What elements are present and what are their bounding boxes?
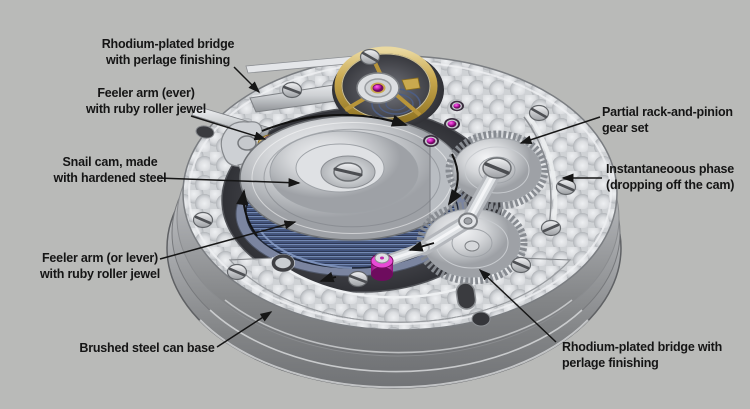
- screw: [540, 219, 562, 237]
- label-line: with hardened steel: [53, 170, 167, 185]
- leader-feeler-lower: [159, 220, 297, 260]
- label-line: Instantaneoous phase: [606, 162, 734, 176]
- label-line: with ruby roller jewel: [40, 266, 160, 281]
- label-line: Feeler arm (ever): [97, 86, 195, 100]
- leader-feeler-upper: [190, 115, 267, 141]
- label-line: (dropping off the cam): [606, 177, 735, 192]
- label-line: perlage finishing: [562, 355, 659, 370]
- drop-direction-arrow: [447, 153, 462, 206]
- pallet-fork: [401, 77, 421, 91]
- jewel: [444, 118, 460, 130]
- leader-bridge-top-left: [233, 66, 261, 94]
- screw: [226, 263, 248, 281]
- bottom-left-arrow: [319, 271, 337, 283]
- leader-lines: [157, 66, 602, 348]
- label-line: Rhodium-plated bridge with: [562, 340, 723, 354]
- jewel: [423, 135, 439, 147]
- plate-jewels: [423, 100, 464, 147]
- label-rack-pinion: Partial rack-and-pinion gear set: [602, 105, 742, 136]
- leader-can-base: [216, 311, 273, 348]
- balance-jewel: [372, 84, 384, 93]
- plate-screws: [192, 48, 577, 288]
- jewel: [450, 100, 464, 112]
- screw: [528, 104, 550, 122]
- label-line: Rhodium-plated bridge: [101, 37, 235, 51]
- label-feeler-arm-lower: Feeler arm (or lever) with ruby roller j…: [16, 251, 184, 282]
- left-up-arrow: [236, 189, 258, 237]
- screw: [192, 211, 214, 229]
- screw: [359, 48, 381, 66]
- screw: [510, 256, 532, 274]
- leader-bridge-bottom-right: [478, 268, 557, 343]
- label-line: with perlage finishing: [105, 52, 231, 67]
- label-bridge-bottom-right: Rhodium-plated bridge with perlage finis…: [562, 340, 748, 371]
- label-line: Feeler arm (or lever): [42, 251, 158, 265]
- screw: [347, 270, 369, 288]
- balance-wheel: [332, 46, 444, 130]
- label-line: with ruby roller jewel: [86, 101, 206, 116]
- leader-rack-pinion: [519, 116, 601, 144]
- label-line: Snail cam, made: [62, 155, 158, 169]
- label-feeler-arm-upper: Feeler arm (ever) with ruby roller jewel: [64, 86, 228, 117]
- rotation-arrows: [236, 113, 462, 283]
- lever-direction-arrow: [408, 241, 435, 252]
- label-line: gear set: [602, 120, 649, 135]
- upper-gear-teeth: [445, 130, 549, 210]
- label-instantaneous-phase: Instantaneoous phase (dropping off the c…: [606, 162, 748, 193]
- leader-snail-cam: [157, 177, 301, 188]
- label-can-base: Brushed steel can base: [60, 341, 234, 357]
- label-line: Partial rack-and-pinion: [602, 105, 733, 119]
- plate-holes: [195, 125, 491, 327]
- label-snail-cam: Snail cam, made with hardened steel: [28, 155, 192, 186]
- label-line: Brushed steel can base: [79, 341, 215, 355]
- right-bridge-band: [523, 113, 558, 236]
- screw: [555, 178, 577, 196]
- lower-bridge: [228, 257, 572, 323]
- screw: [281, 81, 303, 99]
- label-bridge-top-left: Rhodium-plated bridge with perlage finis…: [86, 37, 250, 68]
- cam-rotation-arrow: [261, 113, 408, 132]
